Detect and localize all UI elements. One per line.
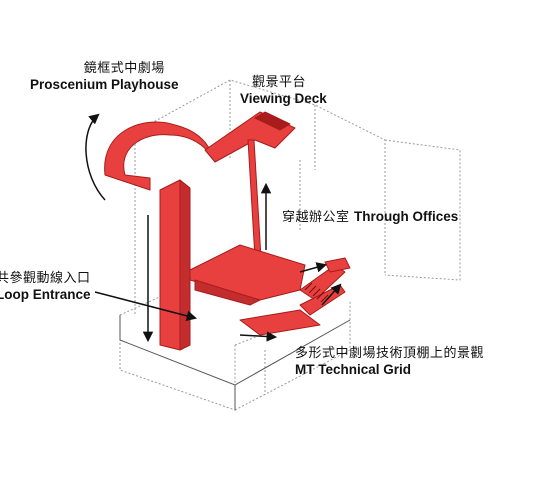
stair-hatch <box>304 282 329 303</box>
label-loop-entrance-zh: 共參觀動線入口 <box>0 271 91 286</box>
label-proscenium-en: Proscenium Playhouse <box>30 76 179 92</box>
label-through-offices-en: Through Offices <box>353 209 459 224</box>
label-viewing-deck-en: Viewing Deck <box>240 90 327 106</box>
label-through-offices: 穿越辦公室 Through Offices <box>282 208 458 226</box>
arrow-ramp <box>321 283 342 306</box>
building-outline <box>119 79 461 411</box>
label-mt-grid-en: MT Technical Grid <box>295 361 412 377</box>
red-loop <box>104 111 351 351</box>
label-loop-entrance-en: Loop Entrance <box>0 286 91 302</box>
arrow-entrance <box>94 291 198 321</box>
label-through-offices-zh: 穿越辦公室 <box>282 210 350 225</box>
arrow-right <box>299 262 328 273</box>
label-loop-entrance: 共參觀動線入口 Loop Entrance <box>0 271 91 302</box>
arrow-grid <box>239 331 278 342</box>
flow-arrows <box>85 113 342 343</box>
massing-lines <box>119 315 351 410</box>
label-viewing-deck-zh: 觀景平台 <box>252 75 307 90</box>
label-proscenium-zh: 鏡框式中劇場 <box>83 61 165 76</box>
label-viewing-deck: 觀景平台 Viewing Deck <box>240 75 327 106</box>
label-proscenium: 鏡框式中劇場 Proscenium Playhouse <box>30 61 179 92</box>
arrow-proscenium <box>85 113 106 201</box>
label-mt-grid: 多形式中劇場技術頂棚上的景觀 MT Technical Grid <box>295 346 485 377</box>
label-mt-grid-zh: 多形式中劇場技術頂棚上的景觀 <box>295 346 485 361</box>
